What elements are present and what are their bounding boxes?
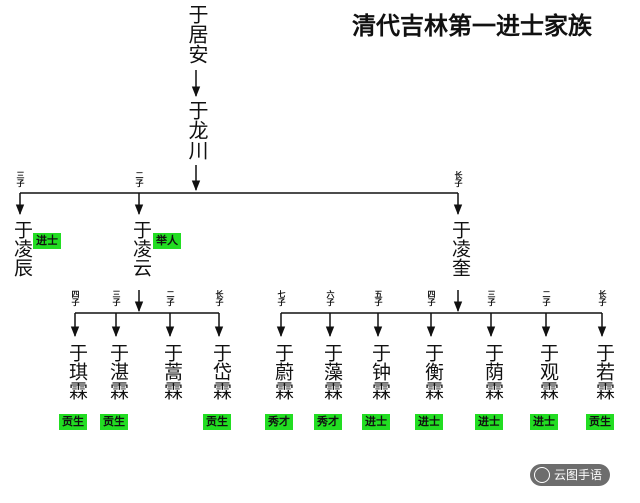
rank-badge: 进士 bbox=[530, 414, 558, 430]
person-yu-longchuan: 于龙川 bbox=[185, 100, 209, 160]
rank-badge: 贡生 bbox=[100, 414, 128, 430]
person-yu-henglin: 于衡霖 bbox=[422, 343, 444, 400]
diagram-title: 清代吉林第一进士家族 bbox=[352, 12, 592, 40]
birth-order-label: 五子 bbox=[374, 290, 383, 306]
rank-badge: 贡生 bbox=[586, 414, 614, 430]
camera-icon bbox=[534, 466, 550, 483]
birth-order-label: 三子 bbox=[112, 290, 121, 306]
rank-badge: 贡生 bbox=[59, 414, 87, 430]
birth-order-label: 四子 bbox=[427, 290, 436, 306]
birth-order-label: 四子 bbox=[71, 290, 80, 306]
birth-order-label: 六子 bbox=[326, 290, 335, 306]
person-yu-weilin: 于蔚霖 bbox=[272, 343, 294, 400]
rank-badge: 秀才 bbox=[314, 414, 342, 430]
person-yu-haolin: 于蒿霖 bbox=[161, 343, 183, 400]
person-yu-yinlin: 于荫霖 bbox=[482, 343, 504, 400]
birth-order-label: 长子 bbox=[598, 290, 607, 306]
rank-badge: 进士 bbox=[475, 414, 503, 430]
person-yu-lingchen: 于凌辰 bbox=[11, 220, 33, 277]
rank-badge: 进士 bbox=[33, 233, 61, 249]
birth-order-label: 长子 bbox=[454, 171, 463, 187]
rank-badge: 进士 bbox=[415, 414, 443, 430]
person-yu-lingyun: 于凌云 bbox=[130, 220, 152, 277]
person-yu-dailin: 于岱霖 bbox=[210, 343, 232, 400]
watermark: 云图手语 bbox=[530, 464, 611, 486]
person-yu-lingkui: 于凌奎 bbox=[449, 220, 471, 277]
person-yu-guanlin: 于观霖 bbox=[537, 343, 559, 400]
birth-order-label: 三子 bbox=[16, 171, 25, 187]
birth-order-label: 长子 bbox=[215, 290, 224, 306]
rank-badge: 进士 bbox=[362, 414, 390, 430]
birth-order-label: 三子 bbox=[487, 290, 496, 306]
rank-badge: 秀才 bbox=[265, 414, 293, 430]
person-yu-ruolin: 于若霖 bbox=[593, 343, 615, 400]
birth-order-label: 二子 bbox=[135, 171, 144, 187]
person-yu-juan: 于居安 bbox=[185, 4, 209, 64]
watermark-text: 云图手语 bbox=[554, 468, 603, 482]
birth-order-label: 七子 bbox=[277, 290, 286, 306]
rank-badge: 贡生 bbox=[203, 414, 231, 430]
rank-badge: 举人 bbox=[153, 233, 181, 249]
person-yu-zaolin: 于藻霖 bbox=[321, 343, 343, 400]
birth-order-label: 二子 bbox=[166, 290, 175, 306]
person-yu-zhonglin: 于钟霖 bbox=[369, 343, 391, 400]
birth-order-label: 二子 bbox=[542, 290, 551, 306]
person-yu-zhanlin: 于湛霖 bbox=[107, 343, 129, 400]
person-yu-qilin: 于琪霖 bbox=[66, 343, 88, 400]
